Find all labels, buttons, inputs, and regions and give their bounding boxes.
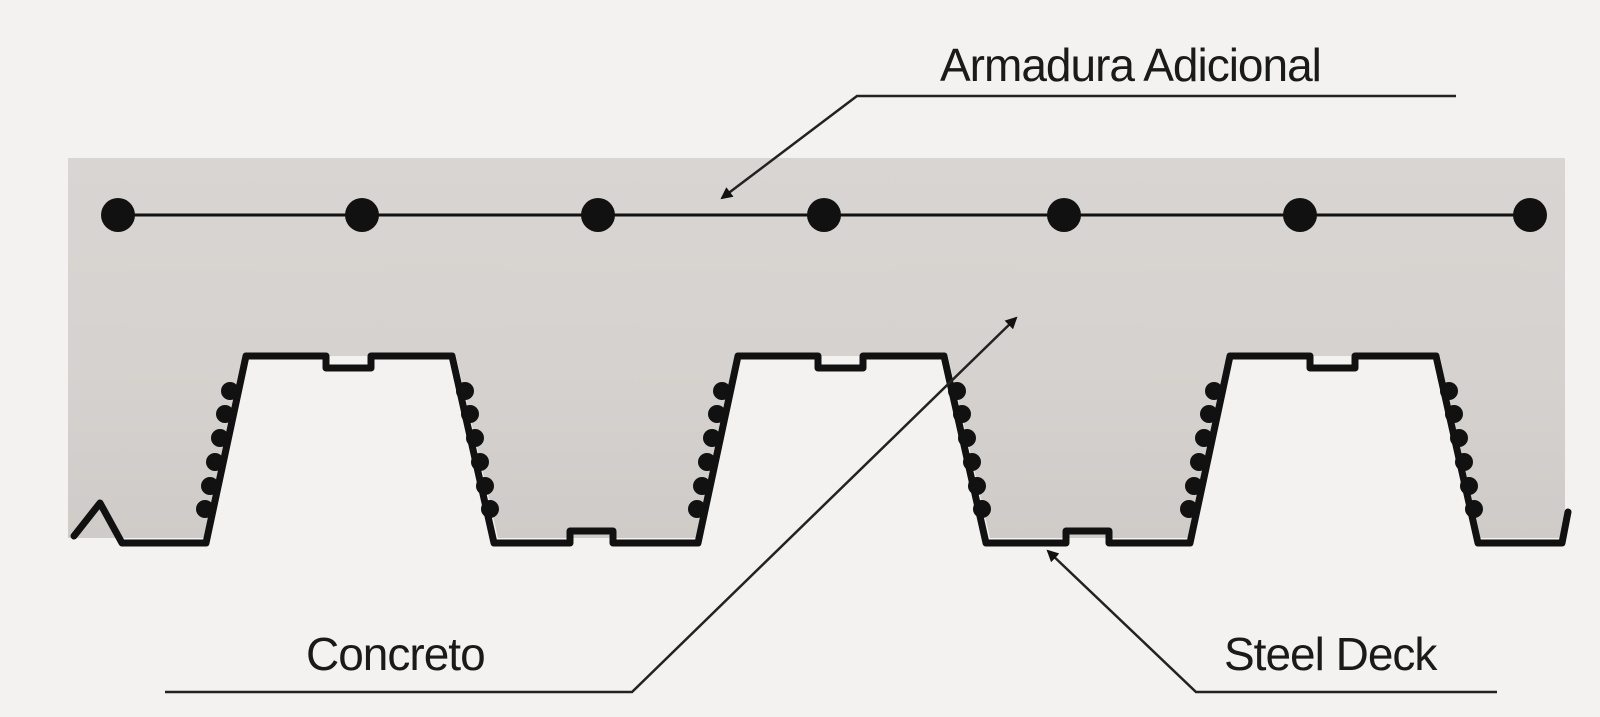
rebar-dot (581, 198, 615, 232)
reinforcement-leader (720, 94, 1456, 200)
concrete-slab (68, 158, 1565, 538)
rebar-dot (1047, 198, 1081, 232)
reinforcement-label: Armadura Adicional (940, 39, 1321, 91)
rebar-dot (1513, 198, 1547, 232)
rebar-dot (807, 198, 841, 232)
rebar-dot (345, 198, 379, 232)
steel-deck-profile (70, 352, 1572, 547)
steel-deck-leader (1046, 549, 1497, 694)
steel-deck-label: Steel Deck (1224, 628, 1438, 680)
concrete-label: Concreto (306, 628, 485, 680)
rebar-dots (101, 198, 1547, 232)
rebar-dot (1283, 198, 1317, 232)
concrete-leader (165, 316, 1018, 694)
rebar-dot (101, 198, 135, 232)
deck-embossments (196, 382, 1483, 518)
